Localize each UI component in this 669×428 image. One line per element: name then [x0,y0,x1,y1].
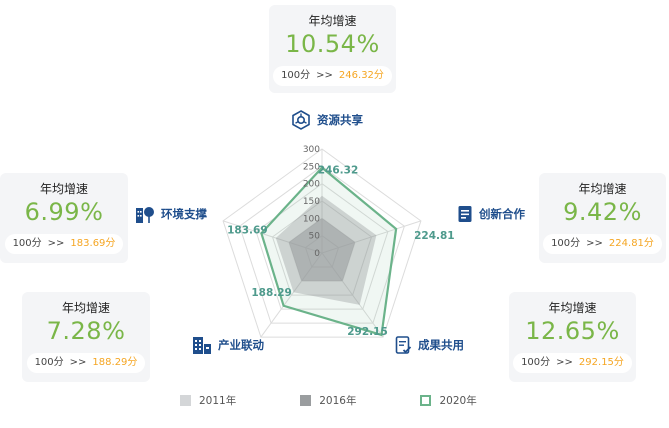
grid-ring [255,183,389,310]
radar-tick-labels: 300 250 200 150 100 50 0 [303,145,320,259]
card-industry: 年均增速 7.28% 100分 >> 188.29分 [22,292,150,382]
pill-from: 100分 [281,70,311,81]
card-rate: 10.54% [285,30,380,58]
tick-label: 50 [309,232,321,242]
card-pill: 100分 >> 224.81分 [543,234,662,254]
pill-from: 100分 [12,238,42,249]
data-label: 224.81 [414,230,455,242]
data-label: 246.32 [318,165,359,177]
card-environment: 年均增速 6.99% 100分 >> 183.69分 [0,173,128,263]
axis-label-text: 成果共用 [418,338,464,352]
city-tree-icon [136,207,154,223]
card-rate: 6.99% [24,198,104,226]
tick-label: 250 [303,162,320,172]
radar-data-labels: 246.32 224.81 292.15 188.29 183.69 [227,165,454,338]
checklist-icon [395,336,412,354]
grid-ring [222,148,422,338]
card-innovation: 年均增速 9.42% 100分 >> 224.81分 [539,173,666,263]
card-achievement: 年均增速 12.65% 100分 >> 292.15分 [509,292,636,382]
card-rate: 7.28% [46,317,126,345]
legend-item-2016: 2016年 [300,393,356,408]
pill-arrow: >> [586,238,603,249]
pill-arrow: >> [47,238,65,249]
card-title: 年均增速 [578,182,627,196]
card-pill: 100分 >> 292.15分 [513,353,632,373]
pill-from: 100分 [521,357,551,368]
tick-label: 0 [314,249,320,259]
tick-label: 100 [303,214,320,224]
axis-label-text: 环境支撑 [161,207,207,221]
series-2011 [289,218,355,281]
pill-to: 246.32分 [338,70,384,81]
tick-label: 150 [303,197,320,207]
grid-ring [239,165,405,324]
pill-to: 292.15分 [578,357,624,368]
pill-from: 100分 [551,238,581,249]
axis-label-environment: 环境支撑 [135,205,207,223]
data-label: 183.69 [227,224,268,236]
axis-label-achievement: 成果共用 [395,336,464,354]
pill-to: 188.29分 [92,357,138,368]
legend-swatch-2011 [180,395,191,406]
tick-label: 300 [303,145,320,155]
axis-label-text: 资源共享 [317,113,363,127]
legend-label: 2020年 [439,395,477,407]
card-title: 年均增速 [39,182,88,196]
axis-label-innovation: 创新合作 [457,205,525,223]
legend-swatch-2020 [420,395,432,406]
pill-to: 224.81分 [608,238,654,249]
legend-item-2020: 2020年 [420,393,477,408]
chart-legend: 2011年 2016年 2020年 [180,393,477,408]
legend-label: 2016年 [319,395,357,407]
data-label: 188.29 [251,287,292,299]
card-resource-share: 年均增速 10.54% 100分 >> 246.32分 [269,5,396,93]
card-pill: 100分 >> 188.29分 [26,353,146,373]
pill-to: 183.69分 [70,238,116,249]
buildings-icon [193,337,211,354]
axis-label-industry: 产业联动 [192,336,264,354]
pill-arrow: >> [556,357,573,368]
card-rate: 9.42% [563,198,642,226]
card-pill: 100分 >> 183.69分 [4,234,124,254]
card-title: 年均增速 [61,301,110,315]
data-label: 292.15 [347,326,388,338]
card-title: 年均增速 [308,14,357,28]
card-rate: 12.65% [525,317,620,345]
legend-label: 2011年 [199,395,237,407]
axis-label-text: 创新合作 [479,207,525,221]
document-icon [458,206,472,222]
resource-share-icon [292,110,310,130]
pill-arrow: >> [69,357,87,368]
legend-item-2011: 2011年 [180,393,236,408]
tick-label: 200 [303,180,320,190]
card-title: 年均增速 [548,301,597,315]
radar-series [260,166,398,337]
axis-label-text: 产业联动 [218,338,264,352]
pill-from: 100分 [34,357,64,368]
legend-swatch-2016 [300,395,312,406]
pill-arrow: >> [316,70,333,81]
grid-ring [271,200,373,296]
card-pill: 100分 >> 246.32分 [273,66,392,86]
axis-label-resource-share: 资源共享 [291,110,363,130]
